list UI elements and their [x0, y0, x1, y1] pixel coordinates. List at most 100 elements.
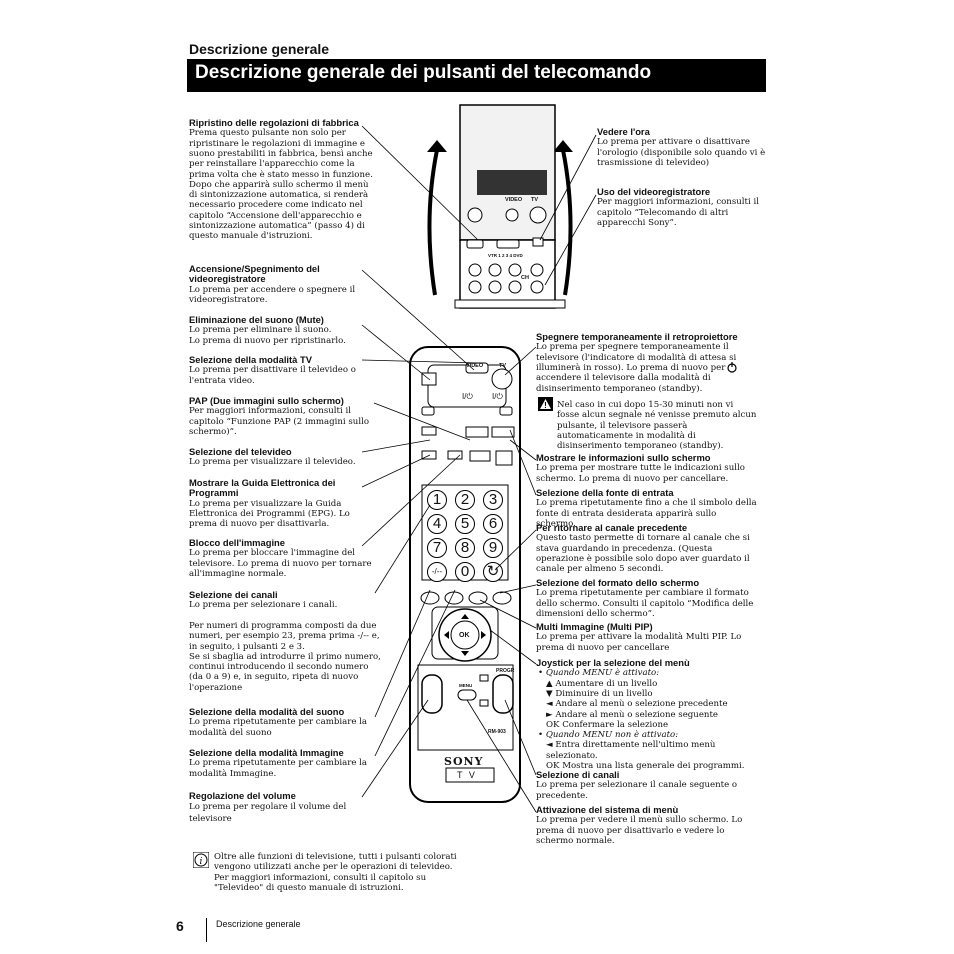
item-text: Lo prema ripetutamente per cambiare la m…	[189, 758, 368, 779]
joystick-on-item: OK Confermare la selezione	[546, 719, 669, 730]
item-sound-mode: Selezione della modalità del suono Lo pr…	[189, 706, 381, 738]
item-text: Nel caso in cui dopo 15-30 minuti non vi…	[557, 400, 757, 452]
digit-2-button: 2	[455, 490, 475, 510]
item-text: Lo prema per vedere il menù sullo scherm…	[536, 815, 743, 846]
item-vcr-power: Accensione/Spegnimento del videoregistra…	[189, 263, 359, 305]
item-heading: Eliminazione del suono (Mute)	[189, 314, 324, 325]
item-previous-channel: Per ritornare al canale precedente Quest…	[536, 522, 762, 575]
digit-4-button: 4	[427, 514, 447, 534]
item-factory-reset: Ripristino delle regolazioni di fabbrica…	[189, 117, 379, 242]
item-text: Lo prema per eliminare il suono. Lo prem…	[189, 325, 346, 346]
svg-text:i: i	[200, 857, 203, 867]
joystick-on-item: ► Andare al menù o selezione seguente	[546, 709, 719, 720]
item-screen-format: Selezione del formato dello schermo Lo p…	[536, 577, 758, 619]
cover-video-label: VIDEO	[505, 197, 523, 203]
footer-divider	[206, 918, 207, 942]
note-text: Oltre alle funzioni di televisione, tutt…	[214, 852, 457, 893]
joystick-on-item: ▲ Aumentare di un livello	[546, 678, 658, 689]
item-multi-pip: Multi Immagine (Multi PIP) Lo prema per …	[536, 621, 758, 653]
remote-power-symbol-2: I/⏻	[492, 392, 503, 401]
digit-7-button: 7	[427, 538, 447, 558]
item-menu: Attivazione del sistema di menù Lo prema…	[536, 804, 760, 846]
item-heading: Multi Immagine (Multi PIP)	[536, 621, 653, 632]
page-number: 6	[176, 918, 184, 934]
progr-label: PROGR	[496, 668, 515, 674]
joystick-on-item: ▼ Diminuire di un livello	[546, 689, 653, 699]
item-volume: Regolazione del volume Lo prema per rego…	[189, 790, 364, 825]
item-heading: Selezione di canali	[536, 769, 620, 780]
remote-video-label: VIDEO	[466, 363, 484, 369]
item-text: Lo prema per attivare o disattivare l'or…	[597, 137, 766, 168]
remote-power-symbol: I/⏻	[462, 392, 473, 401]
item-text: Lo prema per disattivare il televideo o …	[189, 365, 356, 386]
joystick-off-label: Quando MENU non è attivato:	[545, 730, 679, 741]
item-heading: Accensione/Spegnimento del videoregistra…	[189, 263, 320, 285]
digit-6-button: 6	[483, 514, 503, 534]
item-standby: Spegnere temporaneamente il retroproiett…	[536, 331, 758, 394]
cover-tv-label: TV	[531, 197, 539, 203]
digit-9-button: 9	[483, 538, 503, 558]
item-joystick: Joystick per la selezione del menù • Qua…	[536, 657, 764, 771]
item-text: Lo prema per selezionare i canali. Per n…	[189, 600, 381, 693]
item-heading: Selezione del televideo	[189, 446, 292, 457]
item-text: Questo tasto permette di tornare al cana…	[536, 533, 750, 575]
item-input: Selezione della fonte di entrata Lo prem…	[536, 487, 758, 529]
digit-8-button: 8	[455, 538, 475, 558]
item-heading: Selezione della modalità TV	[189, 354, 312, 365]
cover-ch-label: CH	[521, 275, 529, 281]
item-text: Lo prema per bloccare l'immagine del tel…	[189, 548, 372, 579]
item-text: Lo prema per visualizzare la Guida Elett…	[189, 498, 350, 530]
item-text: Lo prema per mostrare tutte le indicazio…	[536, 463, 745, 484]
item-text: Per maggiori informazioni, consulti il c…	[597, 197, 759, 228]
section-title: Descrizione generale	[189, 41, 330, 57]
item-heading: Selezione dei canali	[189, 589, 278, 600]
item-text: Lo prema per spegnere temporaneamente il…	[536, 342, 737, 394]
item-heading: Selezione della modalità Immagine	[189, 747, 344, 758]
warning-icon: !	[538, 397, 553, 411]
digit-5-button: 5	[455, 514, 475, 534]
item-epg: Mostrare la Guida Elettronica dei Progra…	[189, 477, 379, 530]
joystick-on-label: Quando MENU è attivato:	[545, 668, 660, 679]
vtr-label: VTR 1 2 3 4 DVD	[488, 253, 523, 258]
digit-0-button: 0	[455, 562, 475, 582]
digit-3-button: 3	[483, 490, 503, 510]
joystick-on-item: ◄ Andare al menù o selezione precedente	[546, 699, 728, 710]
svg-text:!: !	[544, 401, 547, 410]
item-text: Prema questo pulsante non solo per ripri…	[189, 128, 373, 242]
standby-icon	[727, 362, 737, 373]
item-heading: Regolazione del volume	[189, 790, 296, 801]
item-heading: Uso del videoregistratore	[597, 186, 711, 197]
remote-tv-label: TV	[499, 363, 507, 369]
item-info: Mostrare le informazioni sullo schermo L…	[536, 452, 758, 484]
item-heading: Selezione della fonte di entrata	[536, 487, 674, 498]
item-heading: Vedere l'ora	[597, 126, 650, 137]
item-channels: Selezione dei canali Lo prema per selezi…	[189, 589, 381, 693]
item-channel-select: Selezione di canali Lo prema per selezio…	[536, 769, 758, 801]
item-text: Lo prema ripetutamente fino a che il sim…	[536, 498, 757, 529]
item-heading: Blocco dell'immagine	[189, 537, 286, 548]
item-text: Lo prema per visualizzare il televideo.	[189, 457, 356, 468]
item-text: Lo prema ripetutamente per cambiare il f…	[536, 588, 754, 619]
item-heading: PAP (Due immagini sullo schermo)	[189, 395, 344, 406]
item-text: Per maggiori informazioni, consulti il c…	[189, 406, 370, 437]
tv-badge: T V	[457, 770, 477, 780]
menu-label: MENU	[459, 683, 473, 688]
info-icon: i	[193, 852, 209, 868]
item-text: Lo prema per regolare il volume del tele…	[189, 802, 347, 825]
item-heading: Mostrare le informazioni sullo schermo	[536, 452, 711, 463]
model-label: RM-903	[488, 729, 506, 735]
item-text: Lo prema ripetutamente per cambiare la m…	[189, 717, 368, 738]
title-bar	[187, 59, 766, 92]
item-teletext: Selezione del televideo Lo prema per vis…	[189, 446, 369, 468]
double-digit-button: -/--	[427, 562, 447, 582]
item-pap: PAP (Due immagini sullo schermo) Per mag…	[189, 395, 374, 437]
item-heading: Selezione del formato dello schermo	[536, 577, 700, 588]
item-heading: Mostrare la Guida Elettronica dei Progra…	[189, 477, 336, 499]
page-title: Descrizione generale dei pulsanti del te…	[195, 62, 652, 83]
item-text: Lo prema per selezionare il canale segue…	[536, 780, 738, 801]
digit-1-button: 1	[427, 490, 447, 510]
item-clock: Vedere l'ora Lo prema per attivare o dis…	[597, 126, 769, 168]
item-heading: Per ritornare al canale precedente	[536, 522, 688, 533]
joystick-ok-label: OK	[459, 632, 470, 639]
joystick-off-item: ◄ Entra direttamente nell'ultimo menù se…	[546, 740, 716, 761]
